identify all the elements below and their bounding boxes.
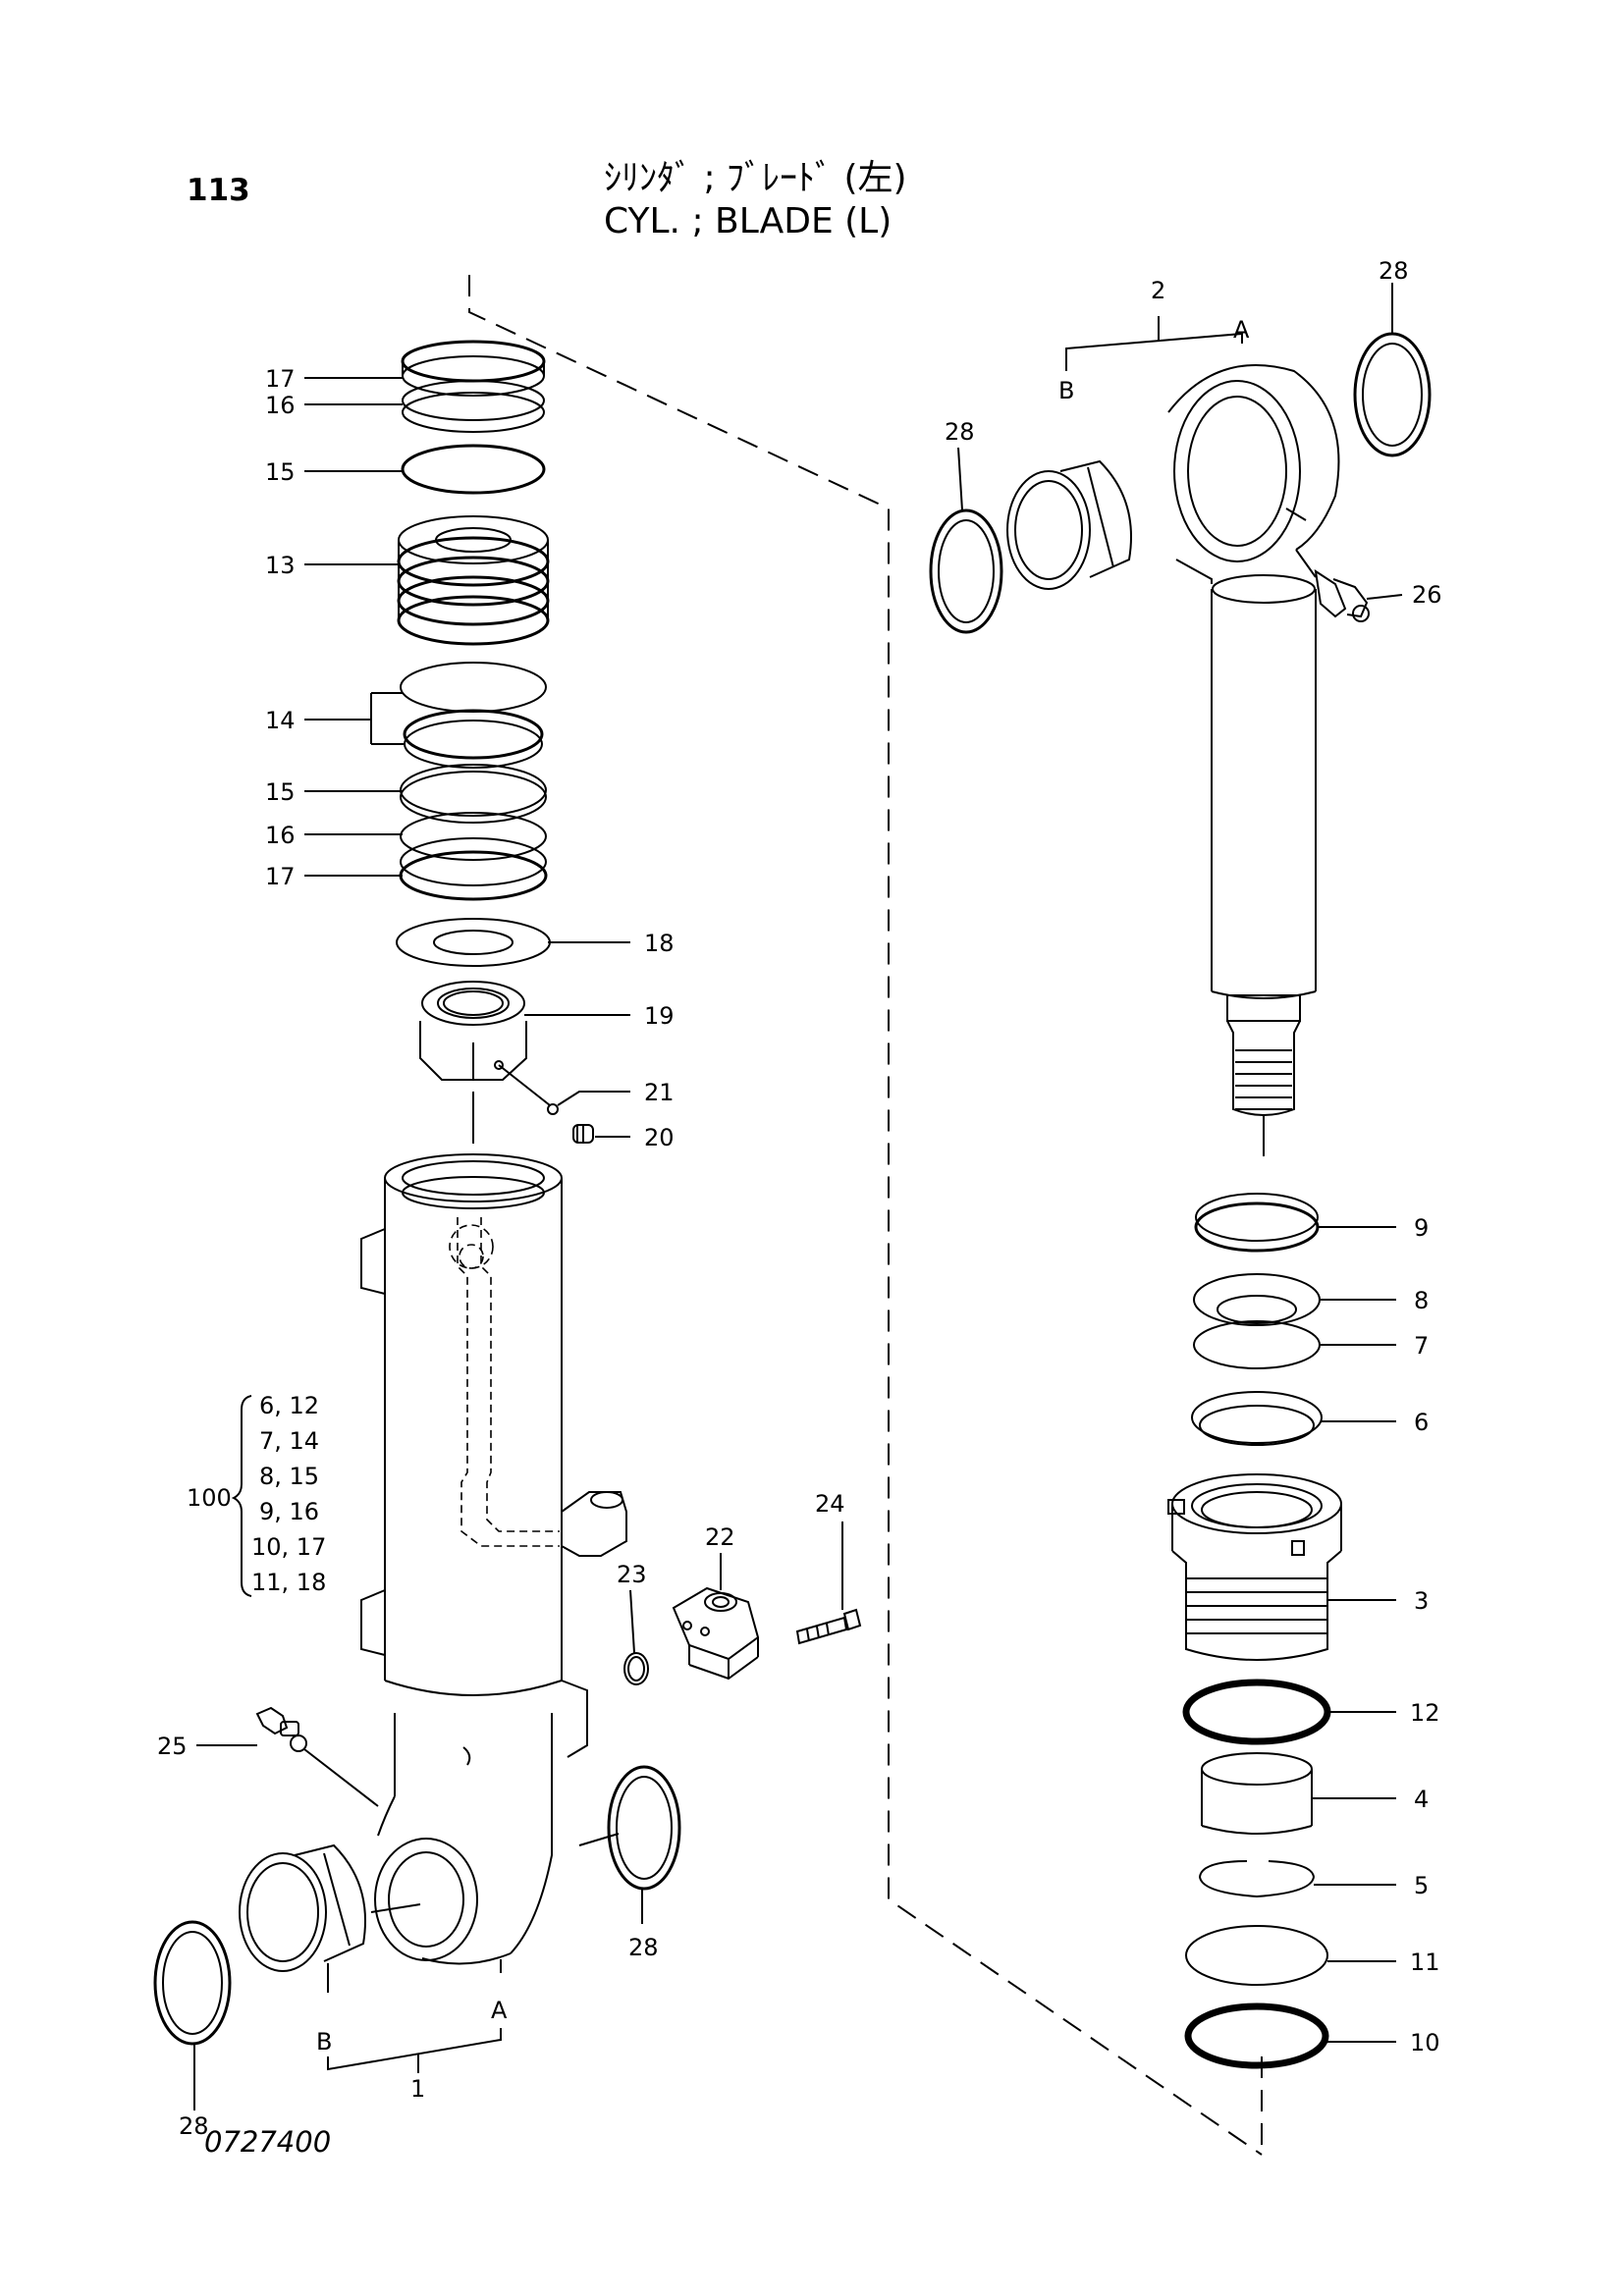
callout-1: 1	[410, 2075, 425, 2103]
title-english: CYL. ; BLADE (L)	[604, 201, 893, 241]
part-b-bushing-left	[239, 1843, 366, 1972]
callout-23: 23	[617, 1561, 647, 1588]
part-22-flange	[672, 1586, 760, 1681]
part-5-snap-ring	[1198, 1860, 1316, 1898]
part-11-ring	[1185, 1925, 1328, 1986]
kit-100-entry: 11, 18	[251, 1569, 326, 1596]
callout-10: 10	[1410, 2029, 1440, 2056]
callout-13: 13	[265, 552, 296, 579]
part-1-cylinder-tube	[360, 1153, 627, 1965]
part-28-seal-left-side	[607, 1765, 681, 1891]
part-15-ring-lower	[400, 764, 547, 824]
callout-4: 4	[1414, 1786, 1429, 1813]
part-13-piston	[397, 515, 550, 646]
callout-28: 28	[1379, 257, 1409, 285]
callout-19: 19	[644, 1002, 675, 1030]
callout-28: 28	[179, 2112, 209, 2140]
part-8-ring	[1193, 1273, 1321, 1326]
part-6-ring	[1191, 1391, 1323, 1446]
callout-28: 28	[628, 1934, 659, 1961]
part-24-bolt	[795, 1608, 862, 1645]
callout-2: 2	[1151, 277, 1165, 304]
part-2-piston-rod	[1167, 364, 1340, 1156]
mark-a: A	[1233, 316, 1250, 344]
callout-labels: 17 16 15 13 14 15 16 17 18 19 21 20 24 2…	[157, 257, 1442, 2140]
callout-11: 11	[1410, 1949, 1440, 1976]
callout-16: 16	[265, 392, 296, 419]
callout-20: 20	[644, 1124, 675, 1151]
page-number: 113	[187, 173, 250, 208]
kit-100-entry: 8, 15	[259, 1463, 319, 1490]
mark-b: B	[1058, 377, 1074, 404]
part-18-washer	[396, 918, 551, 967]
part-21-ball	[547, 1103, 559, 1115]
part-25-grease-fitting	[255, 1706, 379, 1807]
part-4-bushing	[1201, 1752, 1313, 1835]
part-14-rings	[400, 662, 547, 769]
part-19-head-nut	[419, 981, 527, 1081]
mark-a: A	[491, 1997, 508, 2024]
callout-21: 21	[644, 1079, 675, 1106]
callout-7: 7	[1414, 1332, 1429, 1360]
kit-100-entry: 9, 16	[259, 1498, 319, 1525]
mark-b: B	[316, 2028, 332, 2056]
callout-9: 9	[1414, 1214, 1429, 1242]
part-26-grease-fitting	[1314, 568, 1370, 622]
callout-15: 15	[265, 458, 296, 486]
callout-22: 22	[705, 1523, 735, 1551]
part-28-seal-rod-left	[929, 508, 1003, 634]
part-b-bushing-rod	[1006, 459, 1132, 590]
kit-100-entry: 7, 14	[259, 1427, 319, 1455]
callout-14: 14	[265, 707, 296, 734]
callout-15: 15	[265, 778, 296, 806]
part-3-rod-cover	[1167, 1473, 1342, 1661]
part-20-plug	[572, 1124, 594, 1144]
part-28-seal-left-bottom	[153, 1920, 232, 2046]
callout-5: 5	[1414, 1872, 1429, 1899]
part-16-ring-upper	[402, 380, 545, 433]
drawing-number: 0727400	[204, 2125, 332, 2159]
callout-17: 17	[265, 365, 296, 393]
assembly-boundary	[468, 275, 1263, 2156]
part-16-ring-lower	[400, 812, 547, 861]
part-15-ring-upper	[401, 444, 546, 495]
part-23-o-ring	[623, 1652, 649, 1685]
callout-25: 25	[157, 1733, 188, 1760]
callout-100: 100	[187, 1484, 232, 1512]
part-9-ring	[1194, 1193, 1320, 1253]
part-7-ring	[1193, 1320, 1321, 1369]
leader-lines	[193, 283, 1403, 2110]
callout-28: 28	[945, 418, 975, 446]
part-10-ring	[1184, 2002, 1329, 2069]
callout-6: 6	[1414, 1409, 1429, 1436]
callout-26: 26	[1412, 581, 1442, 609]
callout-8: 8	[1414, 1287, 1429, 1314]
callout-24: 24	[815, 1490, 845, 1518]
part-12-o-ring	[1182, 1679, 1331, 1745]
title-japanese: ｼﾘﾝﾀﾞ ; ﾌﾞﾚｰﾄﾞ (左)	[604, 158, 907, 198]
callout-12: 12	[1410, 1699, 1440, 1727]
kit-100-entry: 6, 12	[259, 1392, 319, 1419]
part-28-seal-top-right	[1353, 332, 1432, 457]
callout-17: 17	[265, 863, 296, 890]
callout-16: 16	[265, 822, 296, 849]
callout-3: 3	[1414, 1587, 1429, 1615]
callout-18: 18	[644, 930, 675, 957]
kit-100-entry: 10, 17	[251, 1533, 326, 1561]
part-17-ring-lower	[399, 837, 548, 901]
